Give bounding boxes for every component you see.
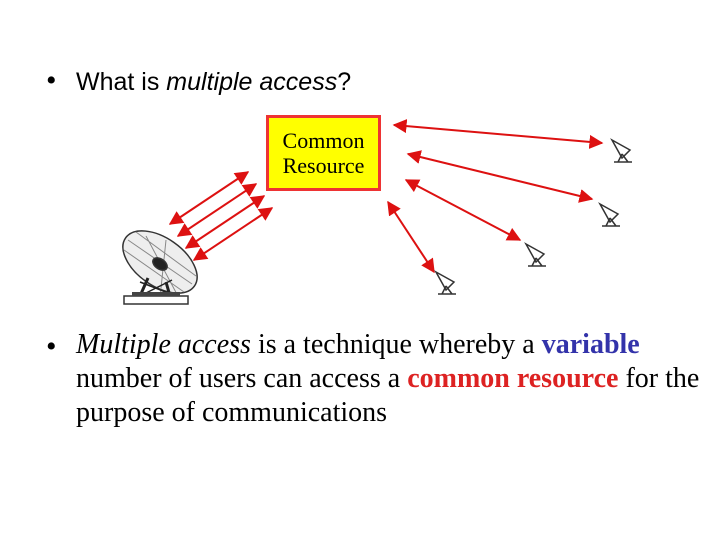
- definition-line-3: purpose of communications: [76, 396, 696, 430]
- bullet-marker: •: [46, 64, 57, 97]
- link-arrow-dish-4: [192, 207, 274, 261]
- link-arrow-user-4: [387, 200, 435, 274]
- link-arrow-user-1: [392, 119, 604, 149]
- highlight-variable: variable: [541, 329, 640, 360]
- link-arrow-user-3: [404, 179, 522, 241]
- definition-line-1: Multiple access is a technique whereby a…: [76, 328, 696, 362]
- definition-part4: purpose of communications: [76, 397, 388, 428]
- highlight-common-resource: common resource: [407, 363, 619, 394]
- definition-paragraph: Multiple access is a technique whereby a…: [76, 328, 700, 430]
- definition-part3: for the: [618, 363, 700, 394]
- definition-part2: number of users can access a: [76, 363, 408, 394]
- common-resource-box: Common Resource: [266, 115, 381, 191]
- definition-part1: is a technique whereby a: [250, 329, 542, 360]
- antenna-icon: [434, 270, 456, 295]
- antenna-icon: [524, 242, 546, 267]
- bullet-marker: •: [46, 330, 57, 363]
- antenna-icon: [610, 138, 632, 163]
- resource-label-line2: Resource: [282, 153, 365, 178]
- definition-line-2: number of users can access a common reso…: [76, 362, 700, 396]
- question-suffix: ?: [337, 68, 352, 96]
- resource-label-line1: Common: [282, 128, 365, 153]
- question-term: multiple access: [166, 68, 338, 96]
- question-prefix: What is: [76, 68, 167, 96]
- definition-term: Multiple access: [76, 329, 251, 360]
- question-heading: What is multiple access?: [76, 66, 351, 98]
- antenna-icon: [598, 202, 620, 227]
- satellite-dish-icon: [122, 230, 198, 305]
- link-arrow-user-2: [406, 150, 594, 203]
